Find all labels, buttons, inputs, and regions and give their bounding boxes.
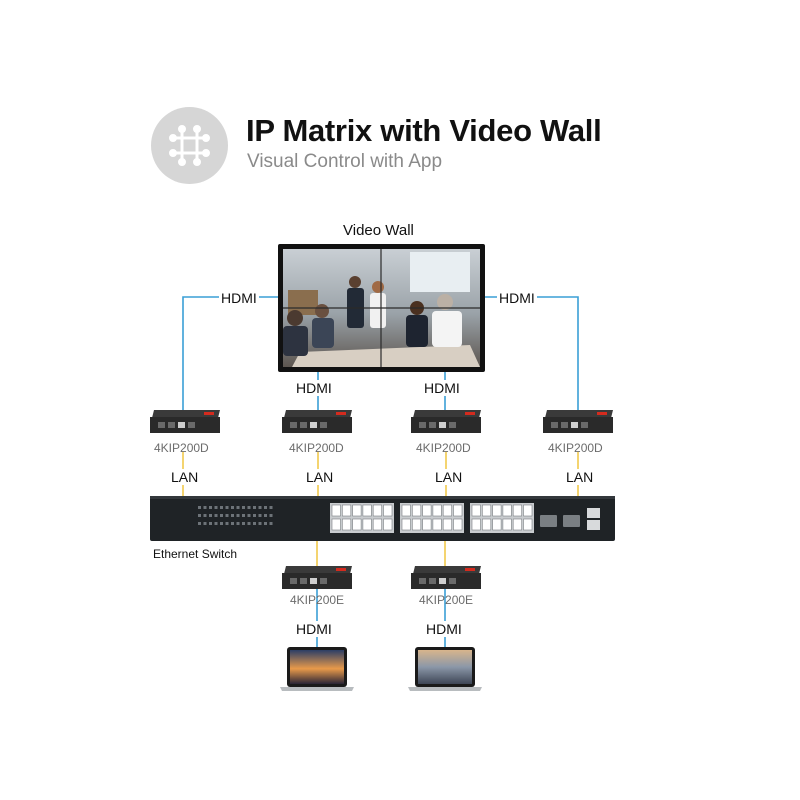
lan-label-2: LAN — [304, 469, 336, 485]
decoder-device-4 — [543, 410, 613, 433]
laptop-left — [280, 647, 354, 691]
hdmi-label-center-right: HDMI — [422, 380, 462, 396]
video-wall-label: Video Wall — [343, 222, 414, 239]
hdmi-label-right: HDMI — [497, 290, 537, 306]
ethernet-switch — [150, 496, 615, 541]
hdmi-label-laptop-left: HDMI — [294, 621, 334, 637]
ethernet-switch-label: Ethernet Switch — [153, 547, 238, 561]
lan-label-1: LAN — [169, 469, 201, 485]
hdmi-cable-right — [481, 296, 579, 410]
decoder-label-4: 4KIP200D — [548, 441, 603, 455]
hdmi-label-laptop-right: HDMI — [424, 621, 464, 637]
page-subtitle: Visual Control with App — [247, 151, 443, 172]
decoder-device-3 — [411, 410, 481, 433]
video-wall-display — [278, 244, 485, 372]
decoder-device-1 — [150, 410, 220, 433]
laptop-right — [408, 647, 482, 691]
hdmi-label-left: HDMI — [219, 290, 259, 306]
network-matrix-icon — [169, 125, 210, 166]
lan-label-4: LAN — [564, 469, 596, 485]
encoder-device-1 — [282, 566, 352, 589]
decoder-label-1: 4KIP200D — [154, 441, 209, 455]
hdmi-cable-left — [182, 296, 280, 410]
decoder-label-2: 4KIP200D — [289, 441, 344, 455]
decoder-device-2 — [282, 410, 352, 433]
encoder-label-2: 4KIP200E — [419, 593, 474, 607]
hdmi-label-center-left: HDMI — [294, 380, 334, 396]
lan-label-3: LAN — [433, 469, 465, 485]
decoder-label-3: 4KIP200D — [416, 441, 471, 455]
logo-badge — [151, 107, 228, 184]
encoder-device-2 — [411, 566, 481, 589]
page-title: IP Matrix with Video Wall — [246, 113, 602, 148]
encoder-label-1: 4KIP200E — [290, 593, 345, 607]
